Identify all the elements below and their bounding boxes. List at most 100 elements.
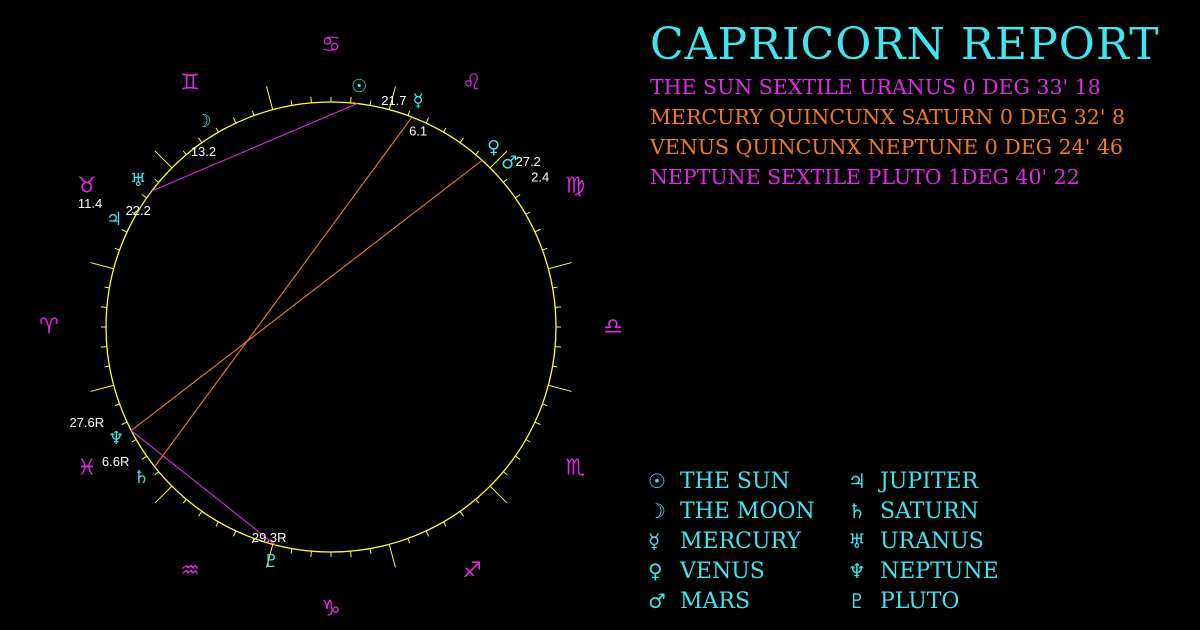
degree-tick — [266, 86, 274, 110]
degree-tick — [515, 455, 521, 460]
degree-tick — [182, 499, 187, 504]
venus-neptune-aspect-line — [130, 159, 483, 431]
degree-tick — [369, 100, 372, 106]
mercury-degree-label: 6.1 — [409, 124, 427, 139]
degree-tick — [459, 511, 464, 517]
degree-tick — [425, 117, 430, 124]
legend-item-sun: ☉ THE SUN — [648, 466, 790, 496]
degree-tick — [251, 538, 255, 544]
degree-tick — [90, 384, 114, 392]
legend-label: SATURN — [880, 499, 979, 524]
degree-tick — [266, 544, 274, 568]
degree-tick — [90, 262, 114, 270]
degree-tick — [131, 439, 137, 443]
degree-tick — [310, 96, 312, 103]
degree-tick — [475, 150, 480, 155]
legend-label: THE MOON — [680, 499, 815, 524]
venus-icon: ♀ — [487, 137, 500, 158]
degree-tick — [459, 137, 464, 143]
jupiter-degree-label: 11.4 — [78, 196, 102, 211]
aspect-line-1: THE SUN SEXTILE URANUS 0 DEG 33' 18 — [650, 75, 1101, 99]
degree-tick — [290, 548, 293, 554]
aries-sign-icon: ♈ — [39, 315, 59, 340]
neptune-pluto-aspect-line — [130, 430, 276, 546]
degree-tick — [503, 471, 508, 476]
degree-tick — [232, 530, 237, 537]
moon-icon: ☽ — [648, 499, 666, 523]
venus-degree-label: 27.2 — [516, 154, 541, 169]
degree-tick — [475, 499, 480, 504]
degree-tick — [425, 530, 430, 537]
moon-icon: ☽ — [195, 111, 211, 132]
sun-icon: ☉ — [351, 76, 367, 97]
degree-tick — [290, 100, 293, 106]
aspect-line-3: VENUS QUINCUNX NEPTUNE 0 DEG 24' 46 — [650, 135, 1123, 159]
jupiter-icon: ♃ — [106, 209, 122, 230]
neptune-degree-label: 27.6R — [69, 415, 104, 430]
degree-tick — [198, 511, 203, 517]
pluto-icon: ♇ — [263, 551, 279, 572]
degree-tick — [407, 538, 411, 544]
mars-icon: ♂ — [501, 153, 517, 174]
degree-ticks — [90, 86, 572, 568]
cancer-sign-icon: ♋ — [321, 33, 341, 58]
degree-tick — [503, 178, 508, 183]
saturn-degree-label: 6.6R — [102, 454, 129, 469]
aspect-line-2: MERCURY QUINCUNX SATURN 0 DEG 32' 8 — [650, 105, 1126, 129]
degree-tick — [369, 548, 372, 554]
degree-tick — [552, 365, 558, 368]
degree-tick — [443, 127, 447, 133]
saturn-icon: ♄ — [133, 467, 149, 488]
degree-tick — [388, 86, 396, 110]
sun-degree-label: 21.7 — [381, 93, 406, 108]
degree-tick — [548, 262, 572, 270]
aspect-lines — [130, 103, 483, 546]
degree-tick — [100, 306, 107, 308]
uranus-degree-label: 22.2 — [126, 203, 151, 218]
sun-icon: ☉ — [648, 469, 666, 493]
natal-chart-wheel: ♑♐♏♎♍♌♋♊♉♈♓♒ ☉21.7☽13.2☿6.1♀27.2♂2.4♃11.… — [39, 33, 623, 622]
degree-tick — [350, 551, 352, 558]
degree-tick — [215, 127, 219, 133]
degree-tick — [104, 365, 110, 368]
pluto-icon: ♇ — [848, 589, 866, 613]
legend-label: URANUS — [880, 529, 984, 554]
legend-label: VENUS — [680, 559, 765, 584]
pluto-degree-label: 29.3R — [252, 530, 287, 545]
legend-label: THE SUN — [680, 469, 790, 494]
degree-tick — [121, 228, 128, 233]
venus-icon: ♀ — [648, 559, 663, 583]
degree-tick — [131, 211, 137, 215]
mars-icon: ♂ — [648, 589, 666, 613]
degree-tick — [215, 521, 219, 527]
virgo-sign-icon: ♍ — [565, 174, 585, 199]
neptune-icon: ♆ — [848, 559, 866, 583]
pisces-sign-icon: ♓ — [77, 456, 97, 481]
degree-tick — [121, 421, 128, 426]
aquarius-sign-icon: ♒ — [180, 559, 200, 584]
report-title: CAPRICORN REPORT — [650, 19, 1160, 70]
degree-tick — [154, 485, 173, 504]
legend-label: NEPTUNE — [880, 559, 999, 584]
degree-tick — [182, 150, 187, 155]
sagittarius-sign-icon: ♐ — [462, 559, 482, 584]
degree-tick — [542, 403, 548, 407]
degree-tick — [310, 551, 312, 558]
aspect-line-4: NEPTUNE SEXTILE PLUTO 1DEG 40' 22 — [650, 165, 1080, 189]
scorpio-sign-icon: ♏ — [565, 456, 585, 481]
mercury-icon: ☿ — [413, 91, 424, 112]
report-panel: CAPRICORN REPORT THE SUN SEXTILE URANUS … — [650, 18, 1160, 192]
degree-tick — [548, 384, 572, 392]
degree-tick — [154, 150, 173, 169]
legend-item-mercury: ☿MERCURY — [648, 526, 801, 556]
jupiter-icon: ♃ — [848, 469, 866, 493]
legend-item-neptune: ♆ NEPTUNE — [848, 556, 999, 586]
degree-tick — [443, 521, 447, 527]
degree-tick — [251, 110, 255, 116]
zodiac-ring — [105, 101, 557, 553]
degree-tick — [515, 194, 521, 199]
legend-label: MARS — [680, 589, 751, 614]
degree-tick — [141, 194, 147, 199]
legend-label: PLUTO — [880, 589, 960, 614]
taurus-sign-icon: ♉ — [77, 174, 97, 199]
